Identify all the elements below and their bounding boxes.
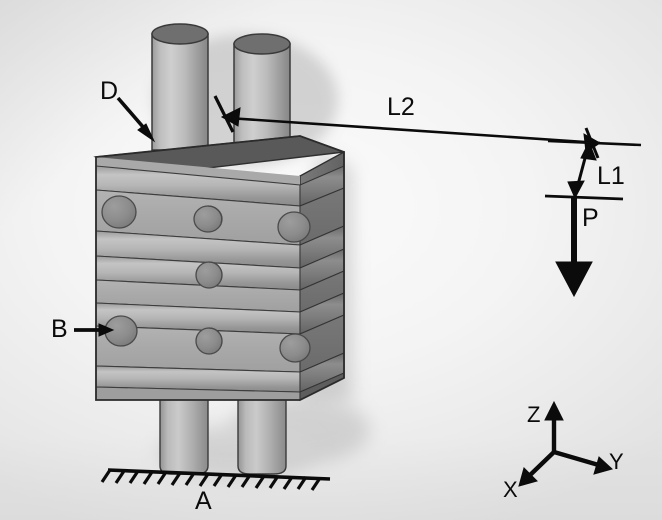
l2-tick-right <box>584 127 600 159</box>
leader-b-arrowhead <box>98 323 115 337</box>
axis-x-arrowhead <box>518 467 538 487</box>
l1-arrowhead-bottom <box>567 180 585 200</box>
axis-z-arrowhead <box>544 400 564 421</box>
axis-x-line <box>525 450 556 480</box>
axis-label-z: Z <box>527 402 541 427</box>
upper-rod-left-shaft <box>151 33 209 151</box>
hole-upper-right <box>277 211 311 243</box>
force-arrow-p-head <box>555 261 593 298</box>
coordinate-triad <box>518 400 613 487</box>
ground-line <box>107 468 331 481</box>
hole-row-middle <box>195 261 223 289</box>
axis-y-arrowhead <box>593 456 613 475</box>
block-outline <box>95 135 345 401</box>
hole-upper-left <box>101 195 137 229</box>
label-a: A <box>195 487 212 515</box>
l2-extension-line <box>547 139 642 147</box>
l2-arrowhead-left <box>220 107 241 127</box>
block-side-bands <box>299 165 345 401</box>
dimension-l1 <box>544 140 624 201</box>
l1-arrowhead-top <box>580 140 597 161</box>
hatch-ticks <box>100 469 322 491</box>
leader-d <box>116 96 156 143</box>
hole-row-upper <box>101 195 311 243</box>
upper-rod-right-cap <box>233 33 291 55</box>
axis-label-y: Y <box>609 449 624 474</box>
upper-rods <box>151 23 291 160</box>
lower-rod-right <box>237 377 287 475</box>
axis-label-x: X <box>503 477 518 502</box>
l2-dimension-line <box>227 116 601 145</box>
label-p: P <box>582 204 599 232</box>
l1-lower-extension <box>544 194 624 201</box>
fixed-support-hatching <box>100 468 331 491</box>
l2-tick-left <box>213 95 235 133</box>
upper-rod-right-shaft <box>233 43 291 153</box>
label-l2: L2 <box>387 93 415 121</box>
lower-support-rods <box>159 377 287 475</box>
upper-rod-left-cap <box>151 23 209 45</box>
label-l1: L1 <box>597 162 625 190</box>
leader-d-arrowhead <box>137 123 156 143</box>
force-arrow-p <box>555 198 593 298</box>
label-d: D <box>100 77 119 105</box>
hole-lower-right <box>279 333 311 363</box>
dimension-l2 <box>213 95 642 159</box>
label-b: B <box>51 315 68 343</box>
actuator-block <box>93 135 345 402</box>
axis-y-line <box>553 449 603 469</box>
leader-b <box>74 323 115 337</box>
